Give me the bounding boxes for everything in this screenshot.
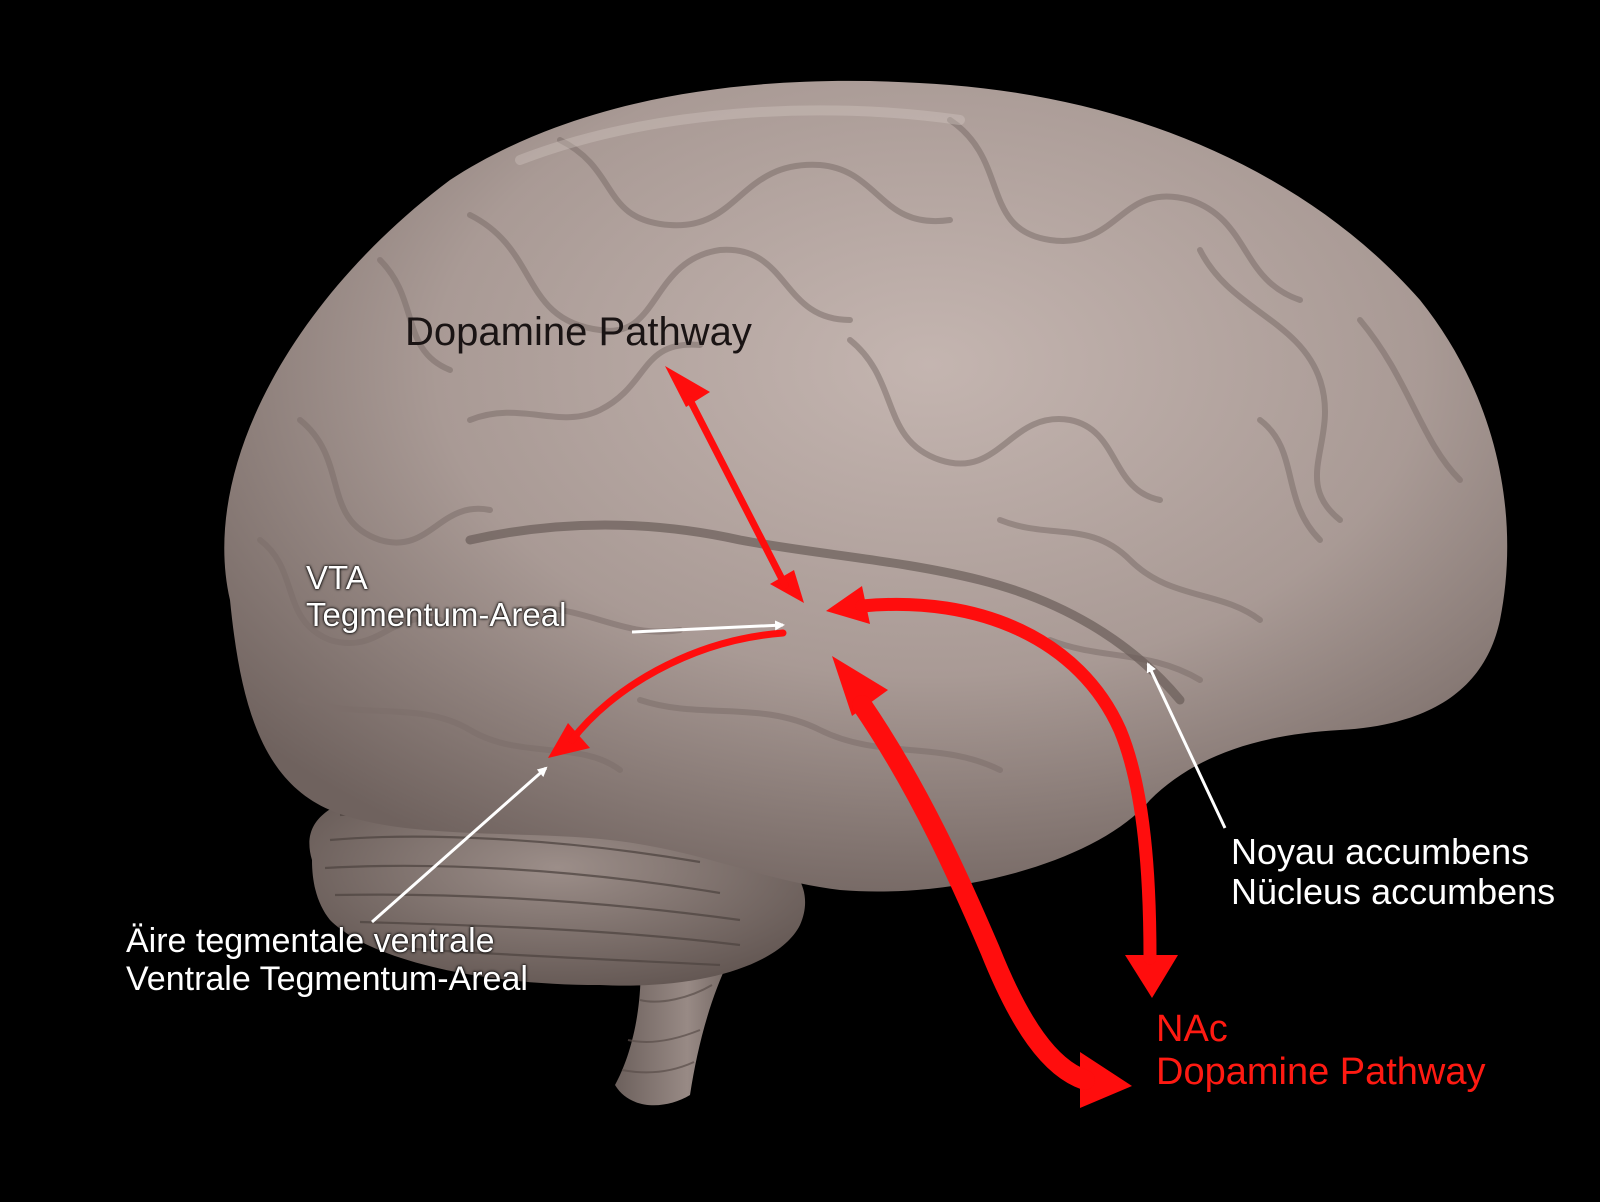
nac-dopamine-pathway-text: Dopamine Pathway (1156, 1050, 1486, 1093)
pathway-arrowhead-up (665, 366, 710, 407)
pathway-upper-link (686, 396, 789, 589)
pathway-left-curve (568, 629, 787, 744)
aire-tegmentale-label: Äire tegmentale ventrale Ventrale Tegmen… (126, 922, 528, 998)
dopamine-pathway-label: Dopamine Pathway (405, 310, 752, 355)
nucleus-accumbens-text: Nücleus accumbens (1231, 871, 1556, 913)
vta-text: VTA (306, 559, 368, 596)
pathway-arrowhead-nac (1125, 955, 1178, 998)
dopamine-pathway-text: Dopamine Pathway (405, 310, 752, 354)
aire-tegmentale-text: Äire tegmentale ventrale (126, 922, 495, 960)
nac-text: NAc (1156, 1008, 1228, 1050)
vta-pointer-arrow (631, 620, 785, 634)
vta-label: VTA Tegmentum-Areal (306, 559, 567, 634)
ventrale-tegmentum-text: Ventrale Tegmentum-Areal (126, 960, 528, 999)
noyau-pointer-arrow (1146, 662, 1227, 829)
tegmentum-areal-text: Tegmentum-Areal (306, 595, 567, 633)
pathway-right-curve (855, 597, 1157, 965)
noyau-accumbens-label: Noyau accumbens Nücleus accumbens (1231, 831, 1556, 913)
pathway-thick-curve (852, 695, 1095, 1090)
pathway-arrowhead-thick-nac (1080, 1052, 1132, 1108)
noyau-accumbens-text: Noyau accumbens (1231, 831, 1530, 872)
lateral-sulcus (465, 520, 1185, 705)
nac-label: NAc Dopamine Pathway (1156, 1008, 1486, 1093)
cerebrum (224, 80, 1508, 892)
pathway-arrowhead-right-vta (826, 586, 870, 624)
pathway-arrowhead-thick-vta (832, 656, 888, 716)
aire-pointer-arrow (371, 766, 548, 924)
